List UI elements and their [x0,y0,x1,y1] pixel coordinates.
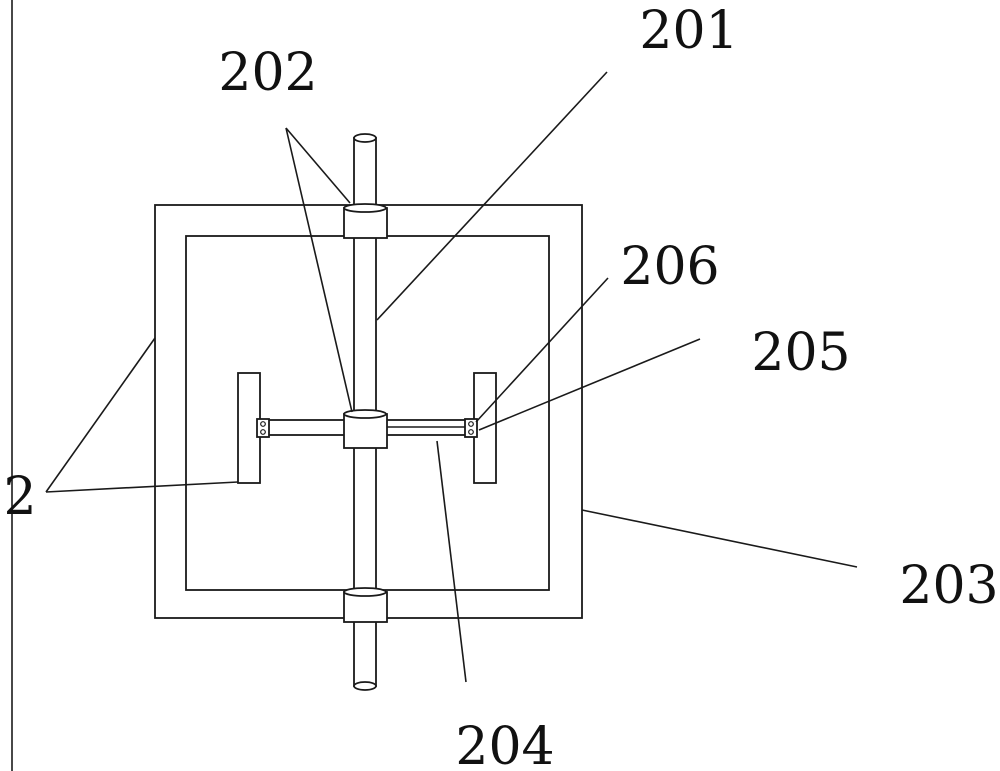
label-204: 204 [455,717,554,771]
leader-202-top [285,127,351,204]
left-clamp-bolt [260,429,266,435]
shaft-top-end [353,133,377,143]
leader-206 [475,277,609,423]
bottom-collar-rim [343,587,387,597]
bottom-collar [343,591,388,623]
middle-collar [343,413,388,449]
leader-203 [581,509,858,568]
right-clamp [464,418,478,438]
label-2: 2 [3,467,36,527]
right-clamp-bolt [468,429,474,435]
shaft-bottom-end [353,681,377,691]
middle-collar-rim [343,409,387,419]
label-201: 201 [639,1,738,61]
leader-204 [436,440,467,683]
leader-201 [376,71,608,321]
left-clamp-bolt [260,421,266,427]
leader-2-frame [45,337,156,493]
right-clamp-bolt [468,421,474,427]
leader-202-middle [285,127,353,413]
left-clamp [256,418,270,438]
label-205: 205 [751,323,850,383]
label-206: 206 [620,237,719,297]
leader-205 [478,338,701,431]
label-203: 203 [899,556,998,616]
top-collar-rim [343,203,387,213]
label-202: 202 [218,43,317,103]
leader-2-blade [45,481,239,493]
